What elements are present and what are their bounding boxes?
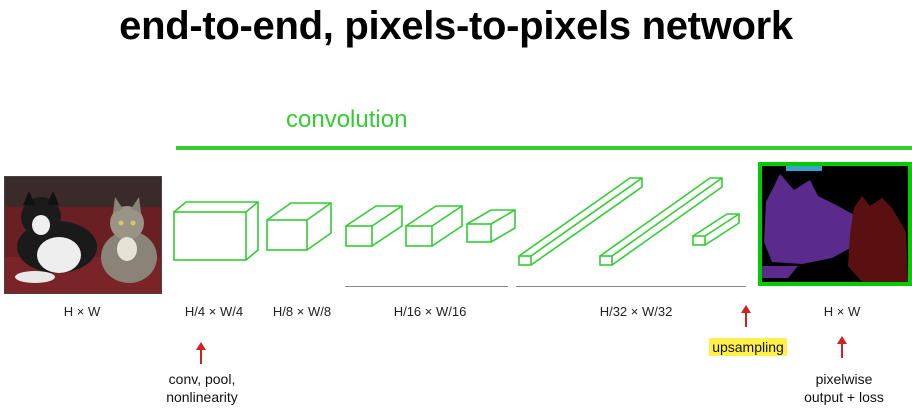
stage3-size-label: H/16 × W/16 (393, 304, 467, 319)
input-size-label: H × W (63, 304, 101, 319)
pixelwise-note-line2: output + loss (804, 389, 884, 405)
conv-pool-note: conv, pool, nonlinearity (140, 370, 264, 406)
upsampling-note: upsampling (692, 338, 804, 356)
convolution-bar (176, 146, 912, 150)
feature-volume-stage3-b (405, 205, 463, 247)
arrow-up-icon (837, 336, 847, 358)
feature-volume-stage3-c (466, 209, 516, 243)
feature-volume-stage4-b (599, 177, 723, 266)
feature-volume-stage3-a (345, 205, 403, 247)
arrow-up-icon (741, 305, 751, 327)
feature-volume-stage4-c (692, 213, 740, 246)
conv-pool-note-line2: nonlinearity (166, 389, 238, 405)
page-title: end-to-end, pixels-to-pixels network (119, 4, 793, 48)
segmentation-output (758, 162, 912, 286)
output-size-label: H × W (823, 304, 861, 319)
feature-volume-stage2 (266, 202, 332, 251)
conv-pool-note-line1: conv, pool, (168, 371, 236, 387)
stage4-group-line (516, 286, 746, 287)
arrow-up-icon (196, 342, 206, 364)
stage2-size-label: H/8 × W/8 (272, 304, 332, 319)
pixelwise-note-line1: pixelwise (815, 371, 873, 387)
stage1-size-label: H/4 × W/4 (184, 304, 244, 319)
stage4-size-label: H/32 × W/32 (599, 304, 673, 319)
stage3-group-line (345, 286, 508, 287)
feature-volume-stage1 (173, 201, 259, 261)
upsampling-label: upsampling (709, 338, 787, 356)
feature-volume-stage4-a (518, 177, 643, 266)
input-photo (4, 176, 162, 294)
pixelwise-note: pixelwise output + loss (782, 370, 906, 406)
convolution-label: convolution (286, 106, 408, 133)
